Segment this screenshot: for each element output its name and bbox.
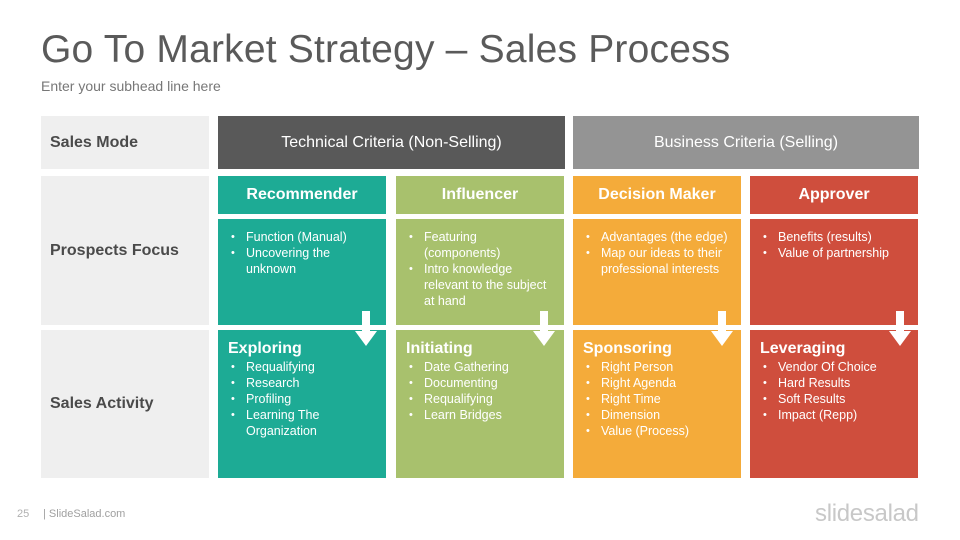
list-item: Uncovering the unknown (231, 245, 378, 277)
list-item: Research (231, 375, 378, 391)
list-item: Map our ideas to their professional inte… (586, 245, 733, 277)
list-item: Right Agenda (586, 375, 733, 391)
list-item: Requalifying (231, 359, 378, 375)
list-item: Learning The Organization (231, 407, 378, 439)
row-label-sales-activity: Sales Activity (41, 330, 209, 478)
list-item: Hard Results (763, 375, 910, 391)
list-item: Dimension (586, 407, 733, 423)
focus-cell-approver: Benefits (results) Value of partnership (750, 219, 918, 325)
activity-cell-initiating: Initiating Date Gathering Documenting Re… (396, 330, 564, 478)
column-header-decision-maker: Decision Maker (573, 176, 741, 214)
list-item: Profiling (231, 391, 378, 407)
page-number: 25 (17, 508, 30, 520)
list-item: Value (Process) (586, 423, 733, 439)
footer-site-link: | SlideSalad.com (43, 508, 126, 520)
page-title: Go To Market Strategy – Sales Process (41, 28, 731, 71)
activity-cell-exploring: Exploring Requalifying Research Profilin… (218, 330, 386, 478)
activity-title: Exploring (228, 340, 302, 357)
column-header-influencer: Influencer (396, 176, 564, 214)
list-item: Impact (Repp) (763, 407, 910, 423)
down-arrow-icon (533, 311, 555, 346)
list-item: Learn Bridges (409, 407, 556, 423)
list-item: Right Person (586, 359, 733, 375)
focus-cell-recommender: Function (Manual) Uncovering the unknown (218, 219, 386, 325)
page-subtitle: Enter your subhead line here (41, 78, 221, 94)
list-item: Value of partnership (763, 245, 910, 261)
mode-business-criteria: Business Criteria (Selling) (573, 116, 919, 169)
list-item: Vendor Of Choice (763, 359, 910, 375)
column-header-approver: Approver (750, 176, 918, 214)
row-label-sales-mode: Sales Mode (41, 116, 209, 169)
list-item: Advantages (the edge) (586, 229, 733, 245)
list-item: Right Time (586, 391, 733, 407)
list-item: Benefits (results) (763, 229, 910, 245)
down-arrow-icon (711, 311, 733, 346)
brand-logo: slidesalad (815, 500, 919, 527)
list-item: Soft Results (763, 391, 910, 407)
list-item: Function (Manual) (231, 229, 378, 245)
row-label-prospects-focus: Prospects Focus (41, 176, 209, 325)
activity-cell-sponsoring: Sponsoring Right Person Right Agenda Rig… (573, 330, 741, 478)
activity-cell-leveraging: Leveraging Vendor Of Choice Hard Results… (750, 330, 918, 478)
list-item: Intro knowledge relevant to the subject … (409, 261, 556, 309)
list-item: Date Gathering (409, 359, 556, 375)
activity-title: Initiating (406, 340, 473, 357)
focus-cell-influencer: Featuring (components) Intro knowledge r… (396, 219, 564, 325)
mode-technical-criteria: Technical Criteria (Non-Selling) (218, 116, 565, 169)
focus-cell-decision-maker: Advantages (the edge) Map our ideas to t… (573, 219, 741, 325)
activity-title: Leveraging (760, 340, 846, 357)
list-item: Documenting (409, 375, 556, 391)
down-arrow-icon (889, 311, 911, 346)
activity-title: Sponsoring (583, 340, 672, 357)
list-item: Requalifying (409, 391, 556, 407)
list-item: Featuring (components) (409, 229, 556, 261)
down-arrow-icon (355, 311, 377, 346)
column-header-recommender: Recommender (218, 176, 386, 214)
